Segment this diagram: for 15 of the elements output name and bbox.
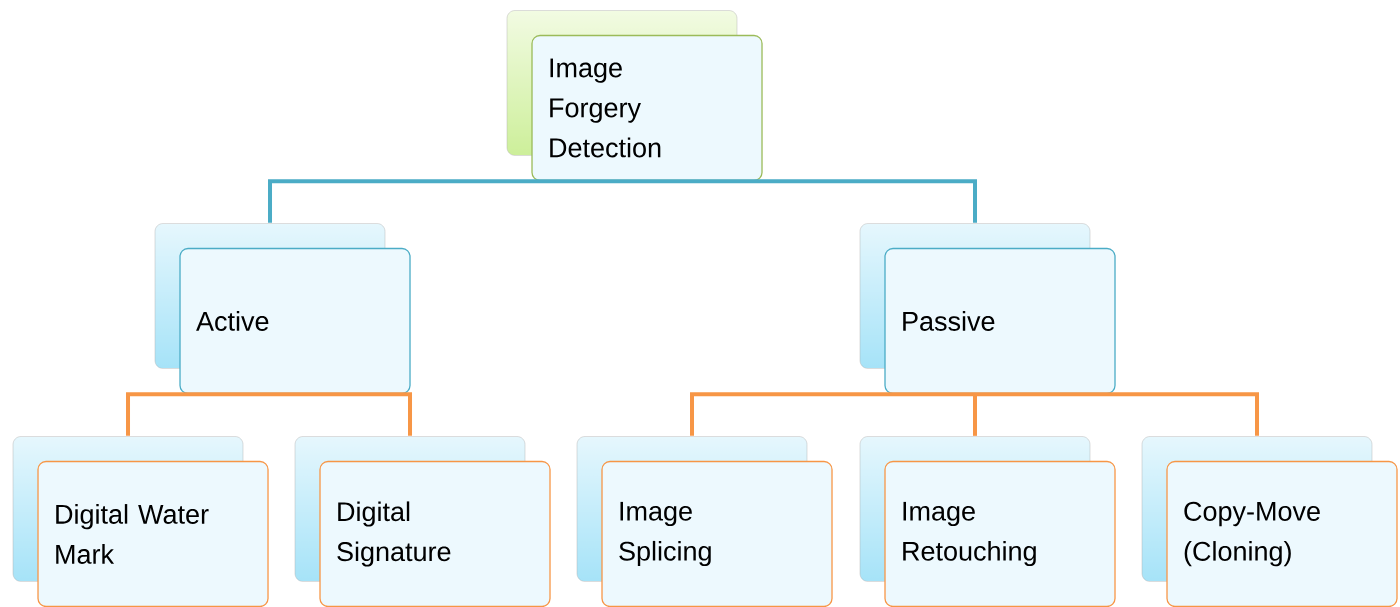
connector [268, 179, 622, 223]
process-box: Copy-Move (Cloning) [1141, 436, 1398, 607]
process-box: Active [154, 223, 411, 395]
process-box: Digital Signature [294, 436, 551, 607]
connector [126, 392, 270, 436]
connector [270, 392, 412, 436]
connector [622, 179, 977, 223]
connector [975, 392, 1259, 436]
connector [973, 394, 977, 436]
process-box: Image Forgery Detection [506, 10, 763, 182]
process-box: Image Retouching [859, 436, 1116, 607]
process-box: Passive [859, 223, 1116, 395]
process-box: Image Splicing [576, 436, 833, 607]
process-box: Digital Water Mark [12, 436, 269, 607]
connector [690, 392, 975, 436]
